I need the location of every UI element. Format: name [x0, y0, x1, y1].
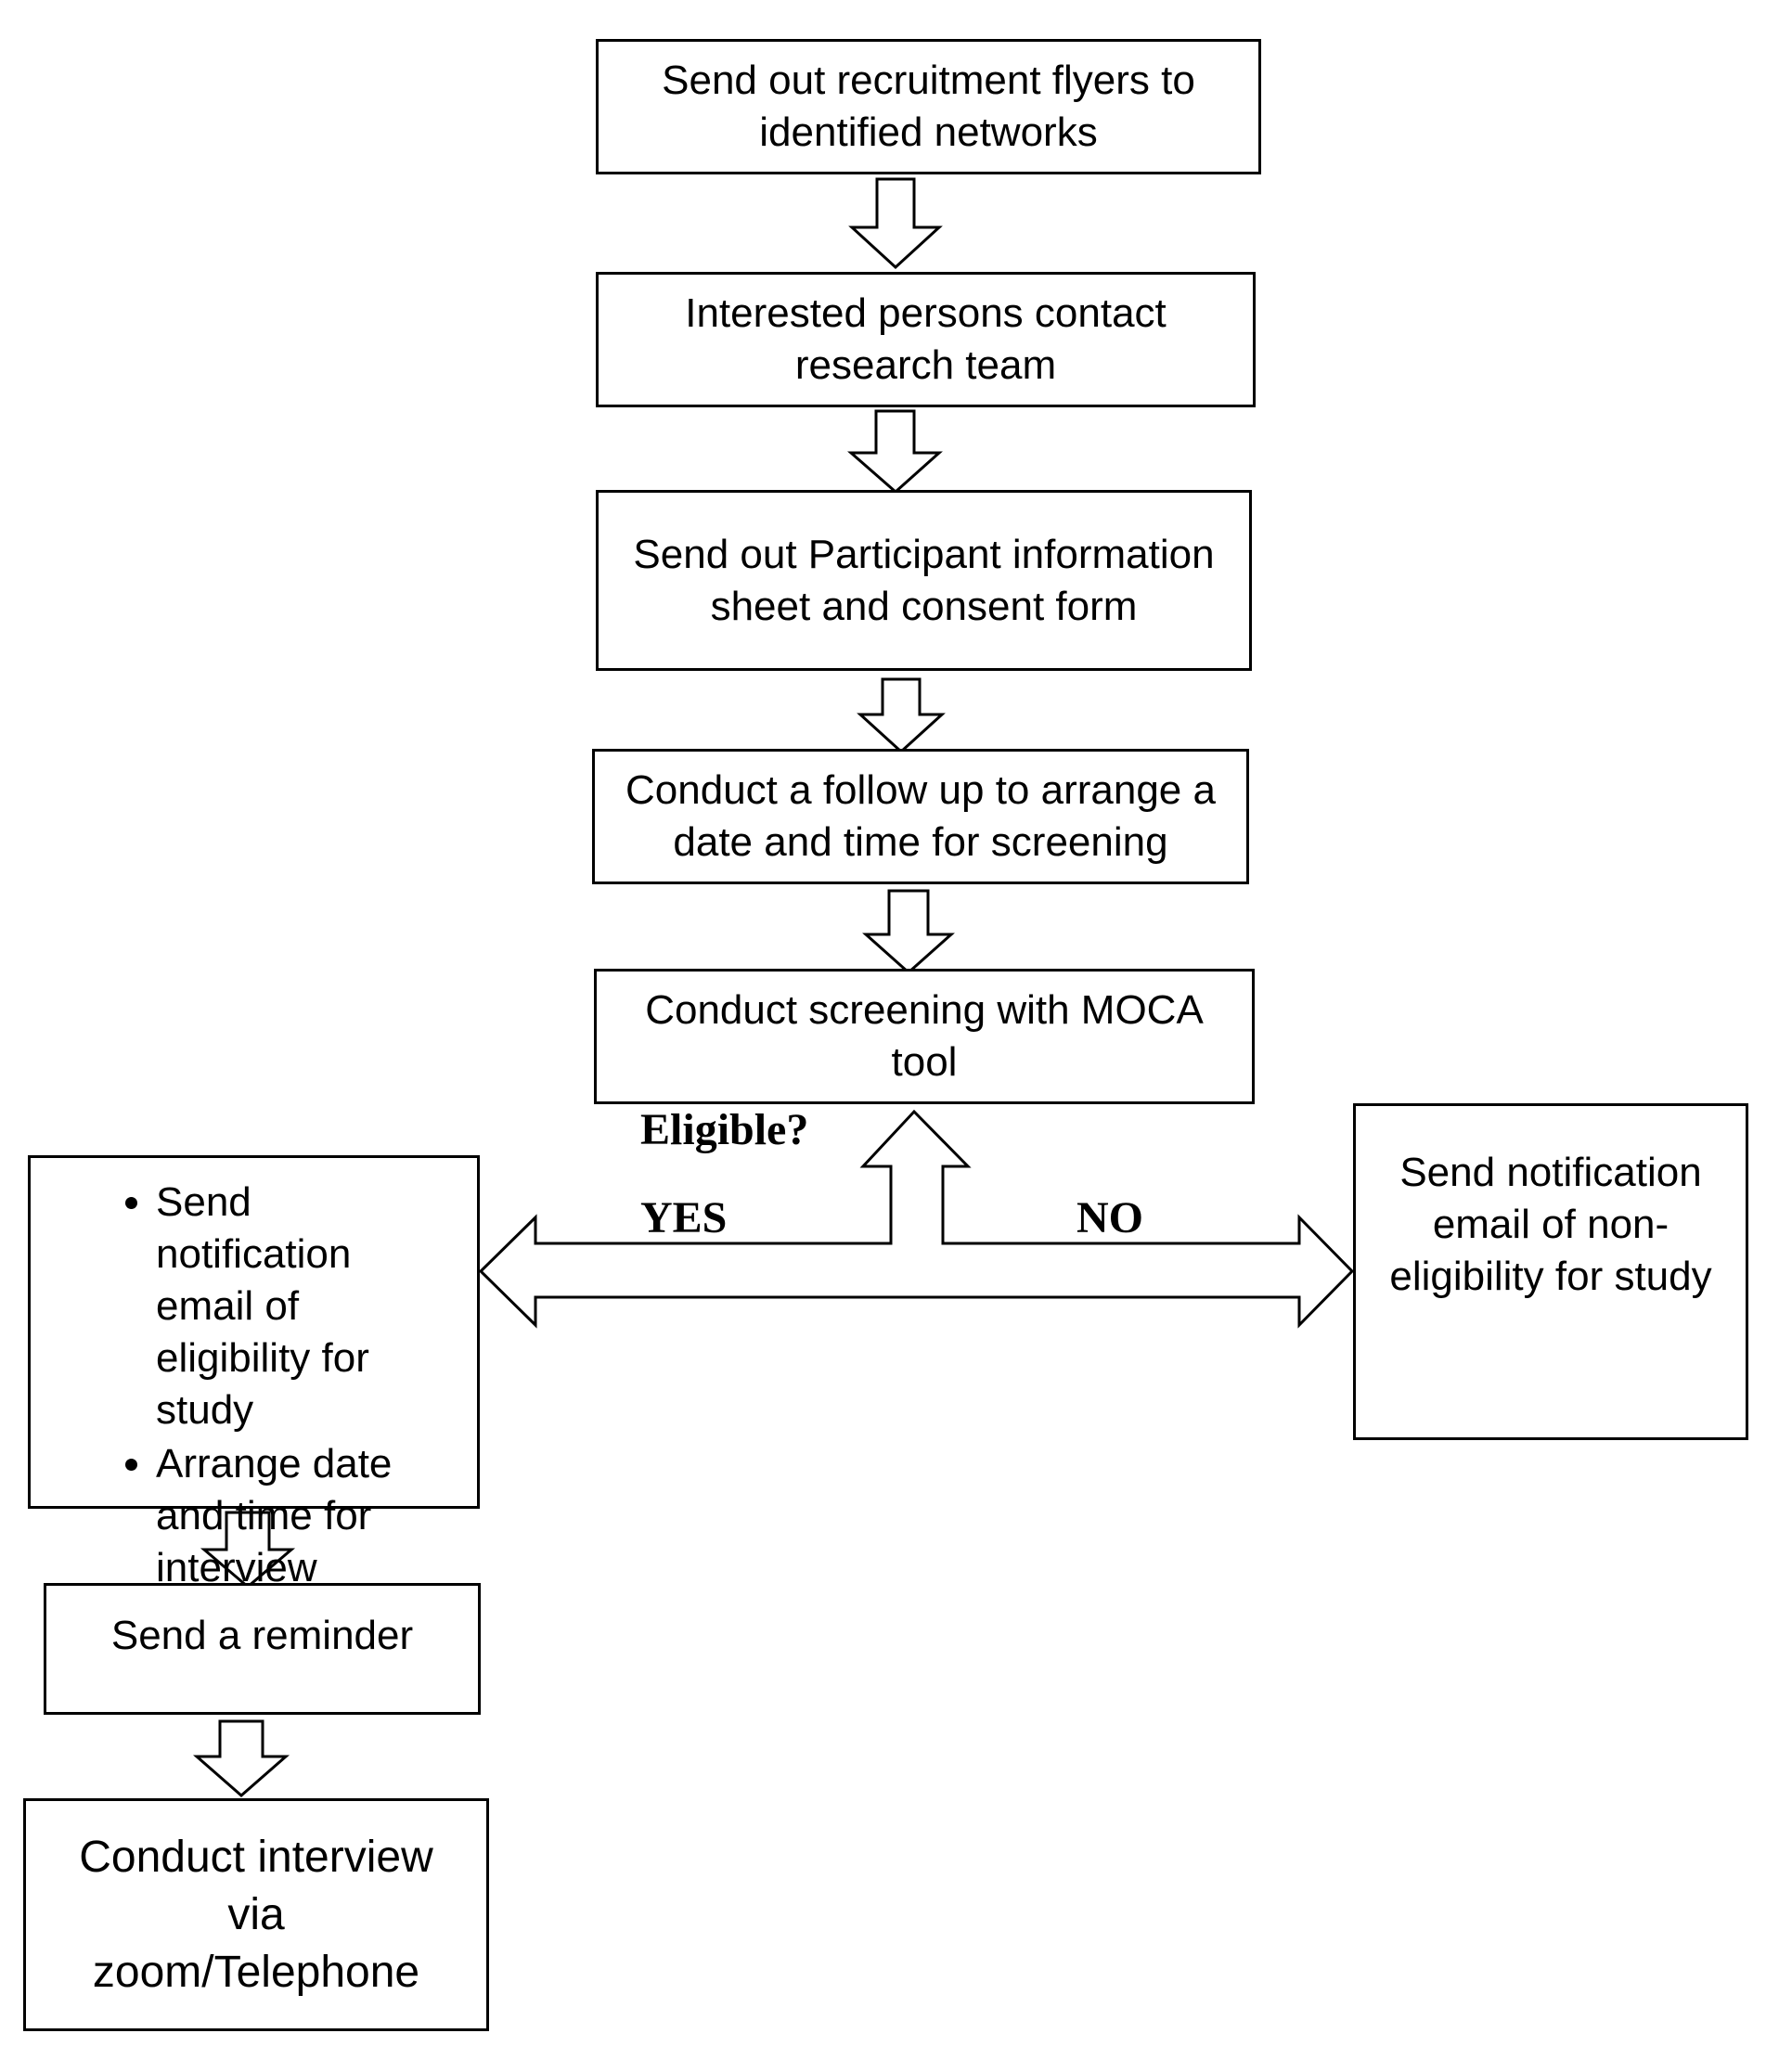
- down-arrow-4: [862, 889, 955, 975]
- step-send-flyers: Send out recruitment flyers to identifie…: [596, 39, 1261, 174]
- decision-question: Eligible?: [640, 1105, 809, 1154]
- down-arrow-1: [848, 177, 943, 270]
- step-persons-contact: Interested persons contact research team: [596, 272, 1256, 407]
- step-conduct-interview: Conduct interview via zoom/Telephone: [23, 1798, 489, 2031]
- decision-split-arrow: [478, 1109, 1355, 1329]
- step-send-reminder: Send a reminder: [44, 1583, 481, 1715]
- eligible-action-item: Arrange date and time for interview: [156, 1438, 449, 1594]
- step-send-info-sheet-label: Send out Participant information sheet a…: [633, 531, 1215, 629]
- step-persons-contact-label: Interested persons contact research team: [685, 290, 1167, 388]
- down-arrow-6: [193, 1719, 290, 1797]
- step-follow-up: Conduct a follow up to arrange a date an…: [592, 749, 1249, 884]
- eligible-actions-list: Send notification email of eligibility f…: [58, 1177, 449, 1594]
- step-send-reminder-label: Send a reminder: [110, 1613, 414, 1658]
- eligible-actions-box: Send notification email of eligibility f…: [28, 1155, 480, 1590]
- step-send-info-sheet: Send out Participant information sheet a…: [596, 490, 1252, 671]
- decision-no-label: NO: [1076, 1193, 1143, 1242]
- eligible-action-item: Send notification email of eligibility f…: [156, 1177, 449, 1436]
- not-eligible-box: Send notification email of non-eligibili…: [1353, 1103, 1748, 1440]
- step-follow-up-label: Conduct a follow up to arrange a date an…: [625, 767, 1216, 865]
- down-arrow-3: [857, 677, 946, 754]
- not-eligible-label: Send notification email of non-eligibili…: [1389, 1150, 1712, 1299]
- step-conduct-interview-label: Conduct interview via zoom/Telephone: [79, 1832, 433, 1997]
- decision-yes-label: YES: [640, 1193, 728, 1242]
- step-screening-label: Conduct screening with MOCA tool: [645, 987, 1204, 1085]
- down-arrow-2: [847, 409, 943, 495]
- step-screening: Conduct screening with MOCA tool: [594, 969, 1255, 1104]
- step-send-flyers-label: Send out recruitment flyers to identifie…: [662, 58, 1195, 155]
- down-arrow-5: [200, 1511, 296, 1589]
